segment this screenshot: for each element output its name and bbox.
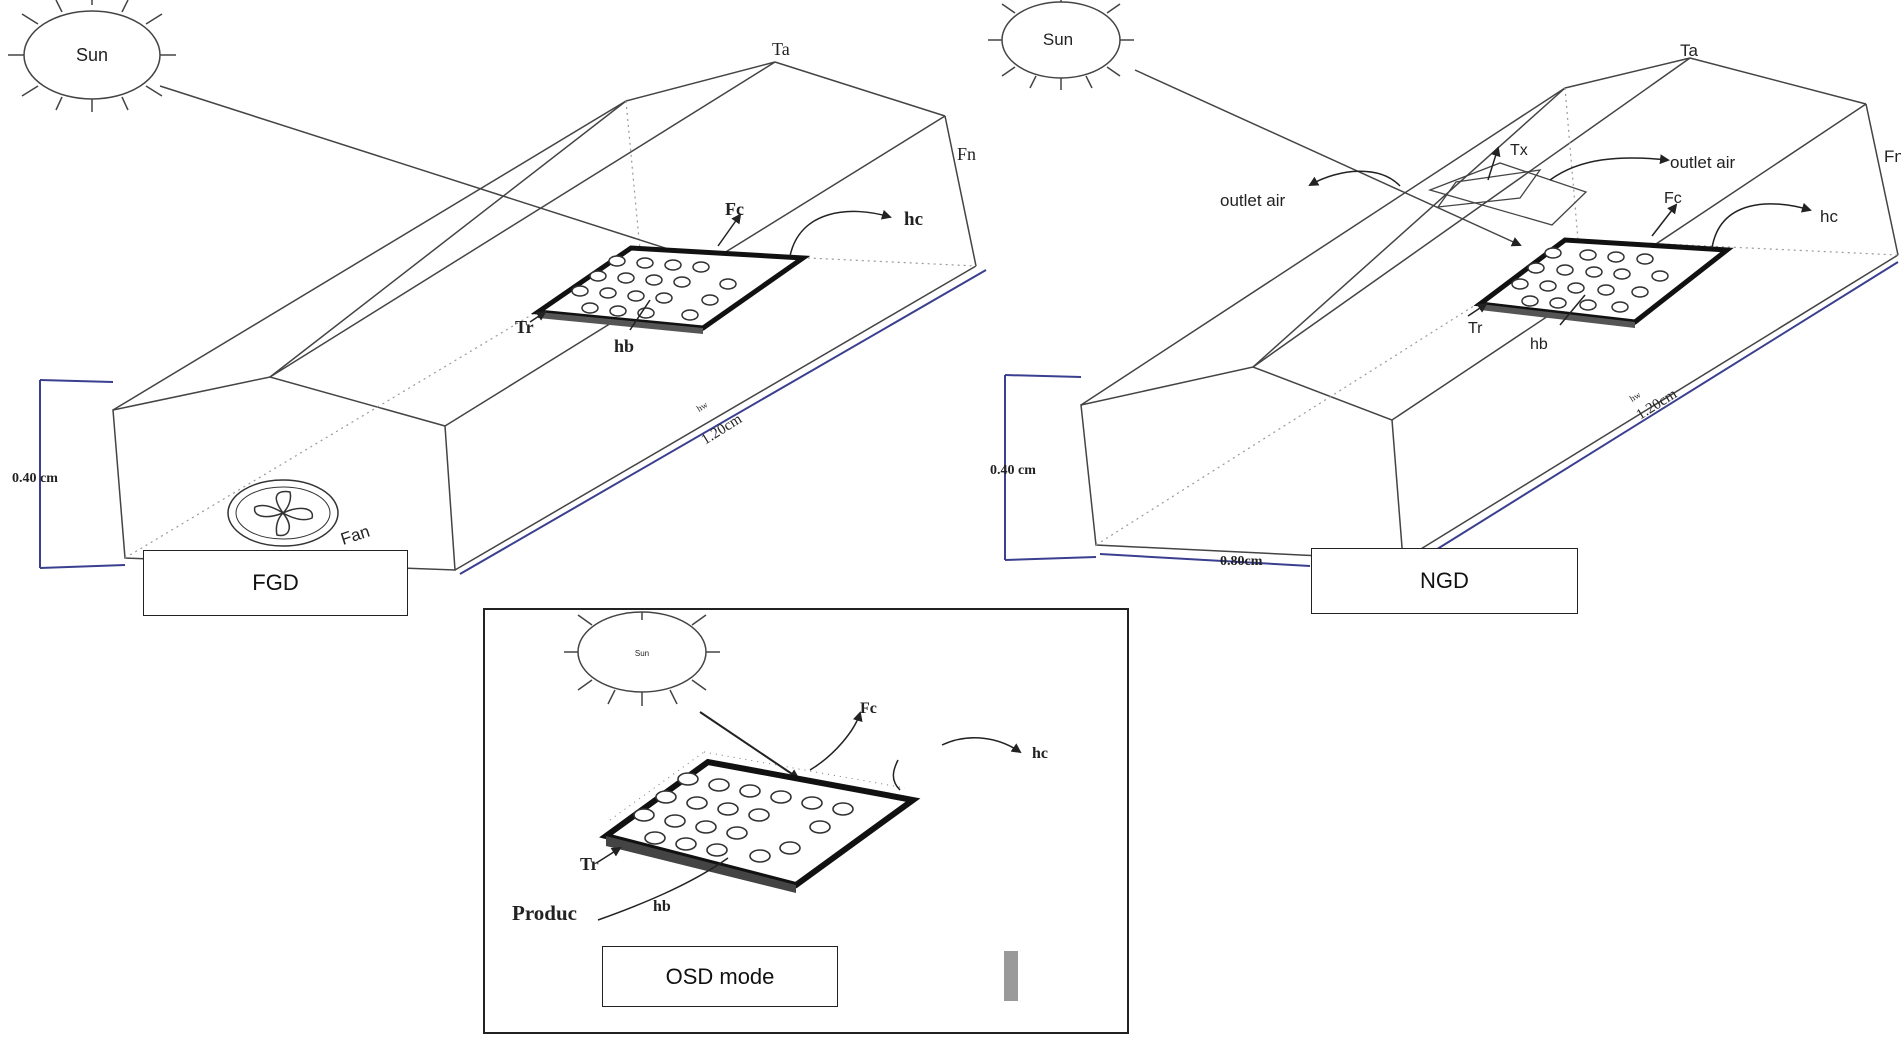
ngd-height-label: 0.40 cm bbox=[990, 463, 1036, 478]
fgd-sun-ray bbox=[159, 85, 692, 259]
osd-product-line bbox=[597, 857, 729, 921]
osd-product-tray bbox=[599, 751, 921, 893]
ngd-panel: Sun bbox=[988, 0, 1901, 569]
osd-mode-label: OSD mode bbox=[602, 946, 838, 1007]
fgd-dimension-lines bbox=[39, 269, 987, 575]
osd-sun-ray bbox=[699, 711, 800, 780]
fgd-hb-line bbox=[629, 299, 651, 331]
ngd-mode-label: NGD bbox=[1311, 548, 1578, 614]
ngd-tr-arrow bbox=[1467, 302, 1488, 317]
ngd-tx-label: Tx bbox=[1510, 142, 1528, 159]
ngd-hb-label: hb bbox=[1530, 336, 1548, 353]
ngd-hc-arrow bbox=[1711, 202, 1812, 249]
ngd-length-small-label: hw bbox=[1628, 389, 1643, 404]
osd-tr-arrow bbox=[597, 846, 622, 863]
fgd-height-label: 0.40 cm bbox=[12, 471, 58, 486]
ngd-dimension-lines bbox=[1004, 261, 1899, 567]
ngd-outlet-right-arrow bbox=[1549, 154, 1670, 181]
ngd-tx-arrow bbox=[1487, 146, 1501, 181]
ngd-outlet-left-label: outlet air bbox=[1220, 191, 1286, 210]
ngd-sun-ray bbox=[1134, 69, 1522, 247]
fgd-hb-label: hb bbox=[614, 336, 634, 356]
ngd-width-label: 0.80cm bbox=[1220, 554, 1263, 569]
osd-product-label: Produc bbox=[512, 901, 577, 925]
ngd-product-tray bbox=[1473, 237, 1734, 328]
fgd-fan-label: Fan bbox=[338, 522, 372, 549]
fgd-sun-icon bbox=[8, 0, 176, 112]
osd-hc-curve bbox=[892, 759, 901, 791]
fgd-ta-label: Ta bbox=[772, 39, 790, 59]
osd-sun-icon bbox=[564, 611, 720, 706]
osd-hc-label: hc bbox=[1032, 745, 1048, 762]
ngd-tr-label: Tr bbox=[1468, 320, 1483, 337]
fgd-length-label: 1.20cm bbox=[699, 411, 746, 448]
osd-panel: Sun Fc hc Tr hb Produc bbox=[512, 611, 1048, 925]
osd-hb-label: hb bbox=[653, 898, 671, 915]
osd-sun-label: Sun bbox=[635, 649, 649, 658]
fgd-tr-label: Tr bbox=[515, 317, 534, 337]
fgd-sun-label: Sun bbox=[76, 45, 108, 65]
ngd-sun-icon bbox=[988, 0, 1134, 90]
osd-frame bbox=[483, 608, 1129, 1034]
fgd-panel: Sun bbox=[8, 0, 987, 575]
ngd-hc-label: hc bbox=[1820, 207, 1838, 226]
fgd-length-small-label: hw bbox=[695, 399, 710, 414]
ngd-outlet-right-label: outlet air bbox=[1670, 153, 1736, 172]
osd-fc-arrow bbox=[809, 711, 863, 771]
fgd-fn-label: Fn bbox=[957, 144, 976, 164]
ngd-roof-vent bbox=[1427, 162, 1588, 226]
ngd-fc-arrow bbox=[1651, 203, 1678, 237]
ngd-length-label: 1.20cm bbox=[1634, 386, 1681, 423]
ngd-ta-label: Ta bbox=[1680, 41, 1699, 60]
gray-bar bbox=[1004, 951, 1018, 1001]
ngd-fc-label: Fc bbox=[1664, 190, 1682, 207]
fgd-fc-label: Fc bbox=[725, 199, 744, 219]
ngd-hb-line bbox=[1559, 294, 1586, 326]
ngd-outlet-left-arrow bbox=[1308, 170, 1401, 187]
osd-tr-label: Tr bbox=[580, 854, 599, 874]
fgd-product-tray bbox=[530, 245, 811, 334]
fgd-tr-arrow bbox=[529, 310, 547, 323]
ngd-fn-label: Fn bbox=[1884, 147, 1901, 166]
osd-fc-label: Fc bbox=[860, 700, 877, 717]
fgd-greenhouse-frame bbox=[112, 61, 977, 571]
ngd-sun-label: Sun bbox=[1043, 30, 1073, 49]
fan-icon bbox=[227, 479, 339, 547]
osd-hc-arrow bbox=[941, 737, 1022, 754]
fgd-hidden-edges bbox=[124, 100, 977, 559]
fgd-fc-arrow bbox=[717, 213, 742, 247]
fgd-hc-label: hc bbox=[904, 209, 923, 230]
fgd-hc-arrow bbox=[789, 209, 892, 257]
fgd-mode-label: FGD bbox=[143, 550, 408, 616]
